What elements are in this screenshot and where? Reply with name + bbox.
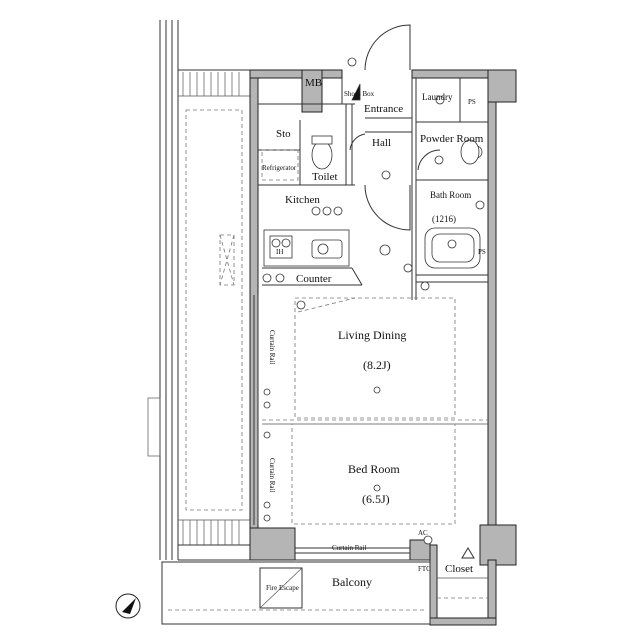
label-fire-escape: Fire Escape xyxy=(266,584,299,592)
outer-corridor xyxy=(147,20,250,561)
label-ps-right: PS xyxy=(478,248,486,256)
label-living: Living Dining xyxy=(338,328,406,342)
balcony-area xyxy=(161,561,431,625)
label-ac: AC xyxy=(418,529,428,537)
label-curtain-rail-1: Curtain Rail xyxy=(268,330,276,364)
label-living-size: (8.2J) xyxy=(363,358,391,372)
label-bedroom-size: (6.5J) xyxy=(362,492,390,506)
room-labels: MB Shoes Box Entrance Laundry PS PS Sto … xyxy=(262,77,486,592)
label-balcony: Balcony xyxy=(332,575,372,589)
toilet-fixtures xyxy=(311,135,483,170)
label-closet: Closet xyxy=(445,563,473,575)
label-ih: IH xyxy=(276,248,283,256)
label-refrigerator: Refrigerator xyxy=(262,164,297,172)
kitchen-fixtures xyxy=(263,206,350,267)
label-bedroom: Bed Room xyxy=(348,462,400,476)
north-arrow-icon xyxy=(115,593,141,619)
corridor-hatch-top xyxy=(178,72,250,97)
label-kitchen: Kitchen xyxy=(285,194,320,206)
label-entrance: Entrance xyxy=(364,103,403,115)
bath-fixtures xyxy=(424,200,485,269)
label-ftc: FTC xyxy=(418,565,431,573)
corridor-hatch-bottom xyxy=(178,519,250,545)
interior-walls xyxy=(253,78,488,561)
doors xyxy=(349,24,441,231)
label-toilet: Toilet xyxy=(312,171,338,183)
label-laundry: Laundry xyxy=(422,92,453,102)
label-mb: MB xyxy=(305,77,322,89)
label-hall: Hall xyxy=(372,137,391,149)
label-curtain-rail-bottom: Curtain Rail xyxy=(332,544,366,552)
label-bath: Bath Room xyxy=(430,190,471,200)
label-shoes: Shoes Box xyxy=(344,90,375,98)
furniture-outlines xyxy=(261,149,456,525)
label-sto: Sto xyxy=(276,128,291,140)
label-bath-size: (1216) xyxy=(432,214,456,224)
label-ps-top: PS xyxy=(468,98,476,106)
label-counter: Counter xyxy=(296,273,332,285)
label-powder: Powder Room xyxy=(420,133,484,145)
label-curtain-rail-2: Curtain Rail xyxy=(268,458,276,492)
electrical-symbols xyxy=(262,57,445,545)
closet-area xyxy=(437,547,488,599)
